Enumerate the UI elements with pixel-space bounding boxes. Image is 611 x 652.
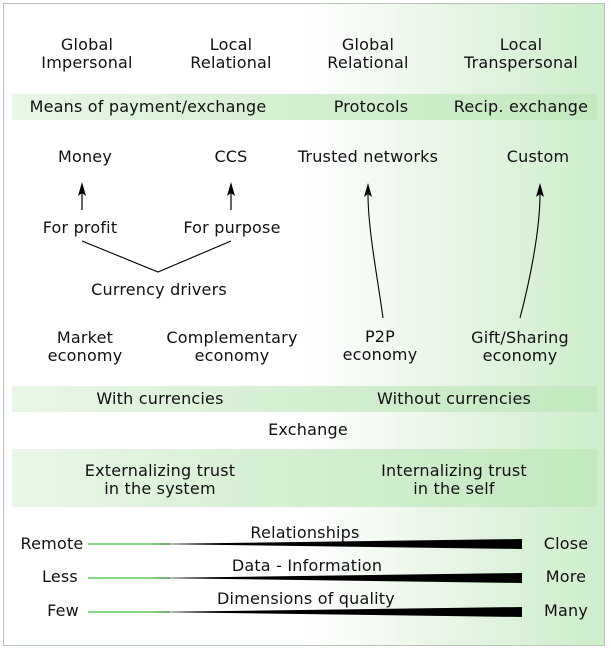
scale-close-label: Close [543, 534, 589, 553]
means-band [12, 94, 597, 120]
currencies-band [12, 386, 597, 412]
gift-sharing-economy-label: Gift/Sharing economy [471, 328, 569, 365]
means-of-payment-label: Means of payment/exchange [29, 97, 267, 116]
externalizing-trust-label: Externalizing trust in the system [84, 461, 236, 498]
internalizing-trust-label: Internalizing trust in the self [381, 461, 527, 498]
arrow-profit-to-money [78, 182, 86, 210]
currency-drivers-label: Currency drivers [91, 280, 227, 299]
scale-few-label: Few [47, 601, 79, 620]
without-currencies-label: Without currencies [376, 389, 532, 408]
header-local-transpersonal: Local Transpersonal [464, 35, 578, 72]
scale-remote-label: Remote [20, 534, 84, 553]
scale-many-label: Many [543, 601, 589, 620]
trusted-networks-label: Trusted networks [297, 147, 439, 166]
for-purpose-label: For purpose [183, 218, 281, 237]
scale-more-label: More [545, 567, 587, 586]
ccs-label: CCS [214, 147, 248, 166]
trust-band [12, 449, 597, 507]
arrow-p2p-to-trusted-networks [364, 183, 384, 319]
arrow-purpose-to-ccs [227, 182, 235, 210]
arrow-gift-to-custom [519, 183, 544, 319]
scale-data-information-label: Data - Information [231, 556, 383, 575]
protocols-label: Protocols [333, 97, 409, 116]
dimensions-quality-wedge [88, 607, 522, 617]
scale-dimensions-quality-label: Dimensions of quality [217, 589, 395, 608]
relationships-wedge [88, 539, 522, 549]
with-currencies-label: With currencies [96, 389, 224, 408]
data-information-wedge [88, 573, 522, 583]
money-label: Money [57, 147, 113, 166]
custom-label: Custom [506, 147, 570, 166]
scale-relationships-label: Relationships [250, 523, 360, 542]
recip-exchange-label: Recip. exchange [453, 97, 589, 116]
exchange-label: Exchange [268, 420, 348, 439]
header-global-relational: Global Relational [327, 35, 409, 72]
p2p-economy-label: P2P economy [342, 327, 418, 364]
complementary-economy-label: Complementary economy [166, 328, 298, 365]
market-economy-label: Market economy [47, 328, 123, 365]
drivers-connector [81, 240, 232, 273]
header-local-relational: Local Relational [190, 35, 272, 72]
scale-less-label: Less [42, 567, 78, 586]
header-global-impersonal: Global Impersonal [41, 35, 133, 72]
for-profit-label: For profit [42, 218, 118, 237]
